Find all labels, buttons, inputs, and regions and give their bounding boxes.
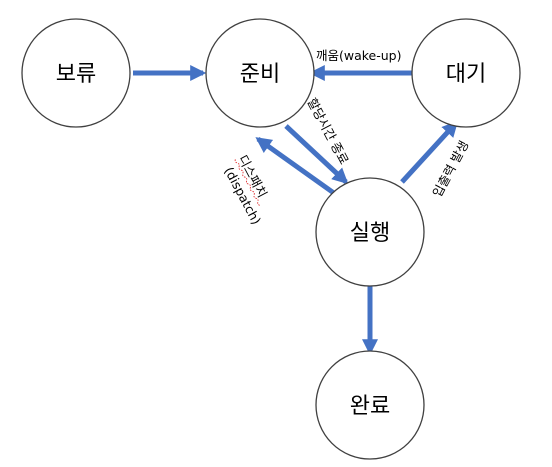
arrow-ready-to-run <box>284 124 349 185</box>
state-run: 실행 <box>315 177 425 287</box>
label-wakeup: 깨움(wake-up) <box>316 48 402 63</box>
state-wait: 대기 <box>411 18 521 128</box>
state-hold: 보류 <box>21 18 131 128</box>
state-ready-label: 준비 <box>240 62 280 87</box>
state-hold-label: 보류 <box>56 62 96 87</box>
state-run-label: 실행 <box>350 221 390 246</box>
arrow-run-to-ready <box>255 136 340 199</box>
spellcheck-underline <box>234 159 260 206</box>
arrow-run-to-wait <box>400 120 459 184</box>
label-timeout: 할당시간 종료 <box>304 95 352 166</box>
state-done: 완료 <box>315 350 425 460</box>
state-wait-label: 대기 <box>446 62 486 87</box>
state-ready: 준비 <box>205 18 315 128</box>
state-done-label: 완료 <box>350 394 390 419</box>
